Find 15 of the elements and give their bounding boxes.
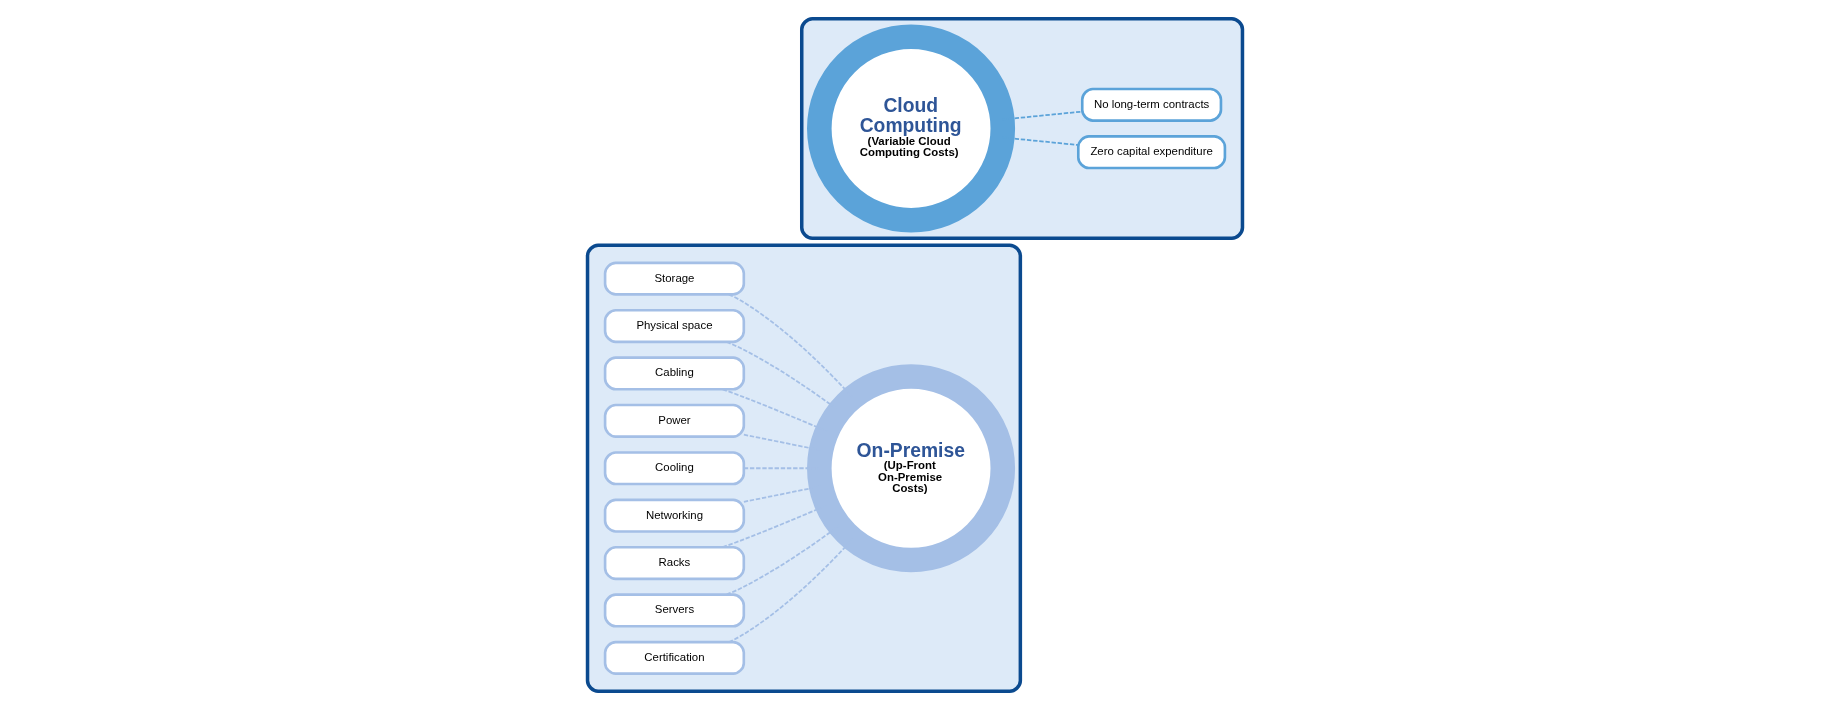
node-box: Servers [603,593,746,628]
node-box: Physical space [603,308,746,344]
node-box: Cooling [603,451,746,486]
node-box: Certification [603,640,746,675]
node-box: No long-term contracts [1080,87,1223,122]
node-box: Zero capital expenditure [1076,135,1227,170]
node-box: Power [603,403,746,438]
cluster [800,17,1245,240]
node-circle: On-Premise (Up-Front On-Premise Costs) [807,364,1016,573]
node-box: Cabling [603,356,746,391]
node-box: Networking [603,498,746,533]
node-box: Racks [603,545,746,581]
node-circle: Cloud Computing (Variable Cloud Computing Costs) [807,24,1016,233]
node-box: Storage [603,261,746,296]
cluster [585,243,1023,693]
